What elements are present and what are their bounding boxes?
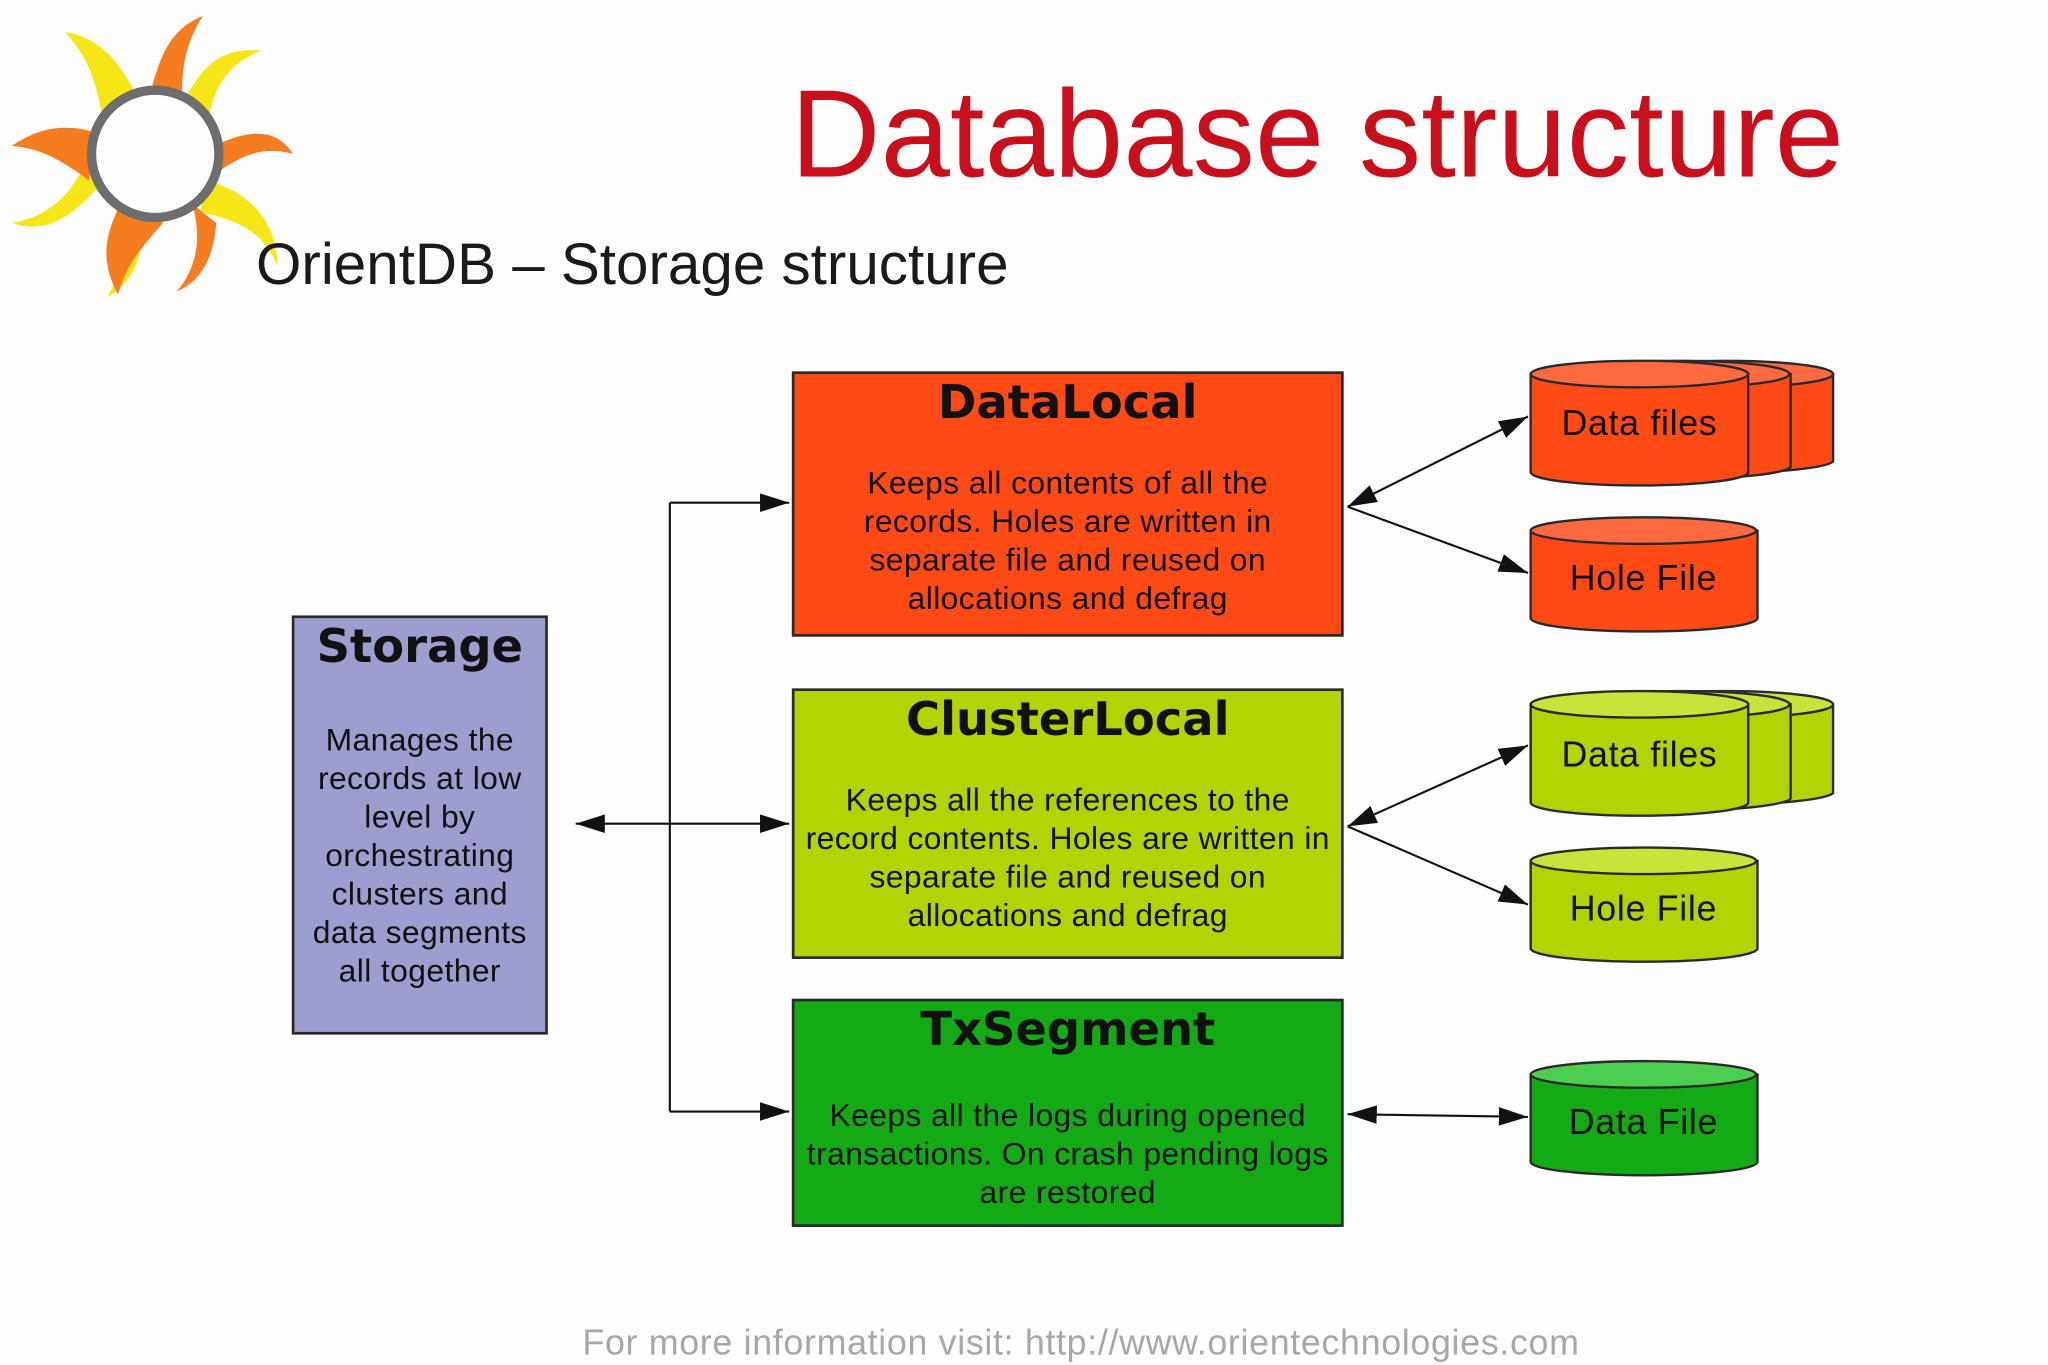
clusterlocal-hole-file-label: Hole File: [1569, 888, 1718, 929]
storage-description: Manages the records at low level by orch…: [312, 722, 527, 990]
datalocal-hole-file-cylinder: [1529, 516, 1759, 633]
datalocal-description: Keeps all contents of all the records. H…: [863, 465, 1272, 617]
orientdb-sun-logo: [11, 15, 294, 298]
datalocal-data-files-cylinder: [1529, 359, 1835, 487]
clusterlocal-box: ClusterLocal Keeps all the references to…: [791, 688, 1344, 959]
file-connectors: [1347, 415, 1529, 1126]
clusterlocal-title: ClusterLocal: [906, 693, 1230, 747]
storage-connectors: [575, 493, 790, 1121]
txsegment-box: TxSegment Keeps all the logs during open…: [791, 998, 1344, 1227]
footer-info: For more information visit: http://www.o…: [582, 1322, 1580, 1363]
txsegment-description: Keeps all the logs during opened transac…: [806, 1098, 1329, 1212]
page-title: Database structure: [790, 63, 1844, 203]
datalocal-hole-file-label: Hole File: [1569, 558, 1718, 599]
datalocal-box: DataLocal Keeps all contents of all the …: [791, 371, 1344, 637]
datalocal-data-files-label: Data files: [1561, 403, 1718, 444]
page-subtitle: OrientDB – Storage structure: [255, 232, 1009, 298]
storage-box: Storage Manages the records at low level…: [291, 615, 548, 1035]
clusterlocal-data-files-cylinder: [1529, 689, 1835, 817]
txsegment-title: TxSegment: [920, 1004, 1216, 1058]
clusterlocal-hole-file-cylinder: [1529, 846, 1759, 963]
clusterlocal-data-files-label: Data files: [1561, 734, 1718, 775]
datalocal-title: DataLocal: [937, 376, 1198, 430]
txsegment-data-file-cylinder: [1529, 1059, 1759, 1177]
txsegment-data-file-label: Data File: [1568, 1102, 1719, 1143]
storage-title: Storage: [316, 620, 524, 674]
clusterlocal-description: Keeps all the references to the record c…: [805, 782, 1330, 934]
